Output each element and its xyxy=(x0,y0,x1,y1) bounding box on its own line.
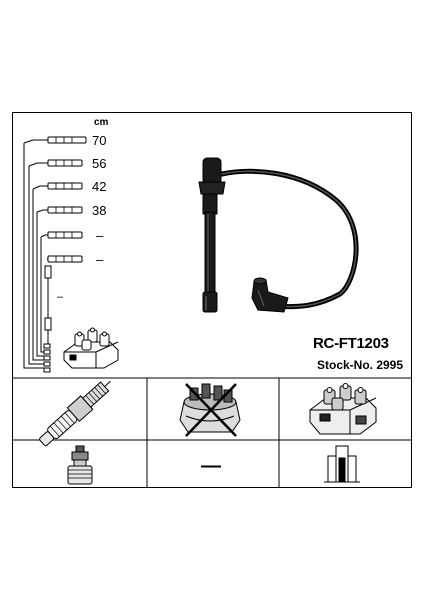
plug-terminal-icon xyxy=(67,445,93,485)
ignition-coil-icon xyxy=(309,383,377,435)
coil-pack-not-applicable-mark: — xyxy=(201,455,221,477)
product-sheet-frame xyxy=(12,112,412,488)
lead-length-label: – xyxy=(57,291,64,303)
ignition-wire-main-icon xyxy=(198,157,359,313)
distributor-cap-crossed-icon xyxy=(179,383,241,437)
length-label-2: 56 xyxy=(92,156,107,171)
stock-number: Stock-No. 2995 xyxy=(317,358,404,372)
spark-plug-icon xyxy=(39,380,111,447)
length-label-4: 38 xyxy=(92,203,107,218)
grid-lines xyxy=(12,377,412,488)
length-label-6: – xyxy=(96,252,104,267)
coil-connector-icon xyxy=(324,445,360,483)
wire-length-diagram-icon xyxy=(23,136,87,373)
coil-pack-small-icon xyxy=(63,327,119,369)
length-label-1: 70 xyxy=(92,133,107,148)
product-code: RC-FT1203 xyxy=(313,335,389,352)
length-label-5: – xyxy=(96,228,104,243)
length-label-3: 42 xyxy=(92,179,107,194)
length-unit-label: cm xyxy=(94,117,109,128)
